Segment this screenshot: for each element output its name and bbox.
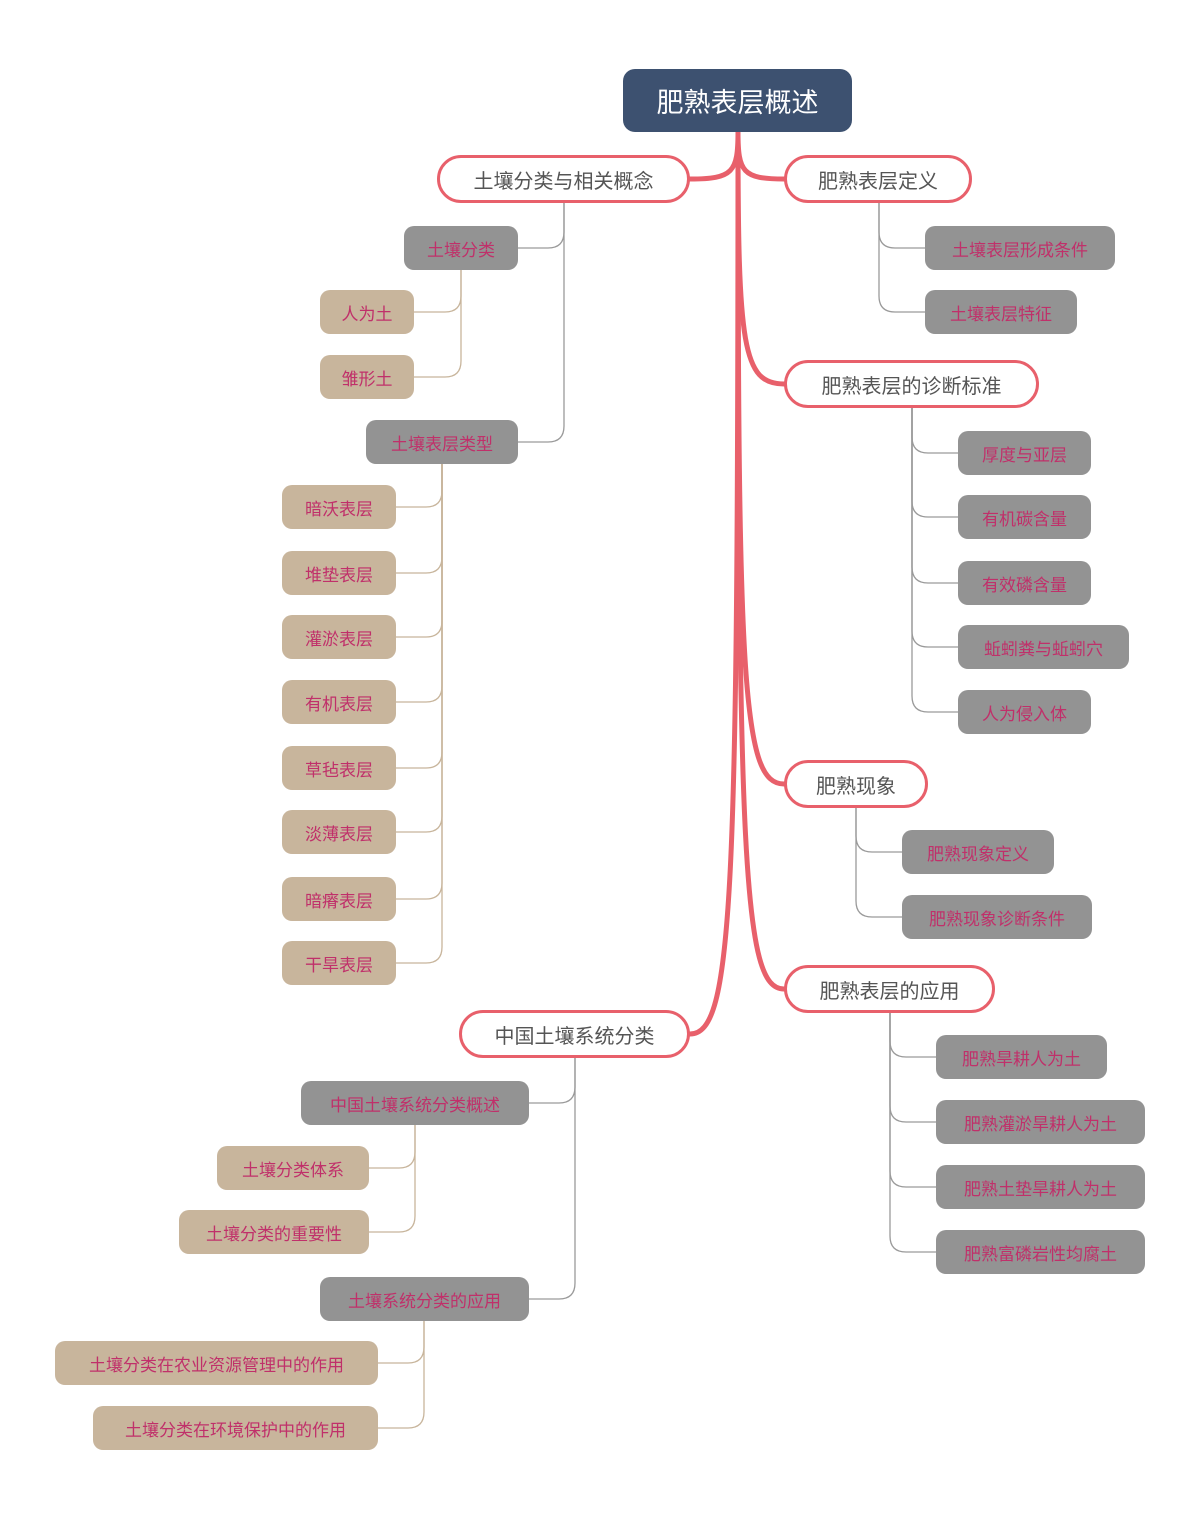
leaf-agri-resource-management[interactable]: 土壤分类在农业资源管理中的作用 <box>55 1341 378 1385</box>
connector-line <box>911 407 959 648</box>
leaf-application[interactable]: 肥熟旱耕人为土 <box>936 1035 1107 1079</box>
leaf-criterion[interactable]: 有效磷含量 <box>958 561 1091 605</box>
branch-applications[interactable]: 肥熟表层的应用 <box>784 965 995 1013</box>
connector-line <box>855 807 903 918</box>
branch-soil-classification-concepts[interactable]: 土壤分类与相关概念 <box>437 155 690 203</box>
leaf-criterion[interactable]: 蚯蚓粪与蚯蚓穴 <box>958 625 1129 669</box>
leaf-surface-characteristics[interactable]: 土壤表层特征 <box>925 290 1077 334</box>
connector-line <box>687 129 741 1037</box>
leaf-horizon-type[interactable]: 草毡表层 <box>282 746 396 790</box>
leaf-phenomenon-definition[interactable]: 肥熟现象定义 <box>902 830 1054 874</box>
leaf-application[interactable]: 肥熟灌淤旱耕人为土 <box>936 1100 1145 1144</box>
connector-line <box>911 407 959 584</box>
leaf-criterion[interactable]: 厚度与亚层 <box>958 431 1091 475</box>
leaf-cambosols[interactable]: 雏形土 <box>320 355 414 399</box>
connector-line <box>377 1320 425 1364</box>
connector-line <box>911 407 959 518</box>
subtopic-surface-horizon-types[interactable]: 土壤表层类型 <box>366 420 518 464</box>
subtopic-soil-classification[interactable]: 土壤分类 <box>404 226 518 270</box>
connector-line <box>395 463 443 900</box>
connector-line <box>528 1057 576 1300</box>
subtopic-taxonomy-application[interactable]: 土壤系统分类的应用 <box>320 1277 529 1321</box>
leaf-classification-importance[interactable]: 土壤分类的重要性 <box>179 1210 369 1254</box>
leaf-environmental-protection[interactable]: 土壤分类在环境保护中的作用 <box>93 1406 378 1450</box>
connector-line <box>413 269 462 378</box>
leaf-formation-conditions[interactable]: 土壤表层形成条件 <box>925 226 1115 270</box>
connector-line <box>911 407 959 454</box>
connector-line <box>395 463 443 769</box>
leaf-phenomenon-diagnosis[interactable]: 肥熟现象诊断条件 <box>902 895 1092 939</box>
connector-line <box>395 463 443 964</box>
connector-line <box>687 129 741 182</box>
connector-line <box>395 463 443 508</box>
leaf-horizon-type[interactable]: 有机表层 <box>282 680 396 724</box>
connector-line <box>735 129 787 182</box>
leaf-classification-system[interactable]: 土壤分类体系 <box>217 1146 369 1190</box>
leaf-horizon-type[interactable]: 灌淤表层 <box>282 615 396 659</box>
branch-diagnostic-criteria[interactable]: 肥熟表层的诊断标准 <box>784 360 1039 408</box>
connector-line <box>395 463 443 574</box>
connector-line <box>889 1012 937 1123</box>
connector-line <box>377 1320 425 1429</box>
leaf-horizon-type[interactable]: 暗瘠表层 <box>282 877 396 921</box>
connector-line <box>395 463 443 703</box>
connector-line <box>889 1012 937 1188</box>
leaf-horizon-type[interactable]: 暗沃表层 <box>282 485 396 529</box>
branch-fertile-phenomenon[interactable]: 肥熟现象 <box>784 760 928 808</box>
root-topic[interactable]: 肥熟表层概述 <box>623 69 852 132</box>
leaf-criterion[interactable]: 人为侵入体 <box>958 690 1091 734</box>
leaf-horizon-type[interactable]: 淡薄表层 <box>282 810 396 854</box>
connector-line <box>889 1012 937 1058</box>
connector-line <box>878 202 926 249</box>
connector-line <box>517 202 565 249</box>
leaf-application[interactable]: 肥熟富磷岩性均腐土 <box>936 1230 1145 1274</box>
leaf-anthrosols[interactable]: 人为土 <box>320 290 414 334</box>
leaf-criterion[interactable]: 有机碳含量 <box>958 495 1091 539</box>
connector-line <box>855 807 903 853</box>
branch-definition[interactable]: 肥熟表层定义 <box>784 155 972 203</box>
connector-line <box>517 202 565 443</box>
leaf-application[interactable]: 肥熟土垫旱耕人为土 <box>936 1165 1145 1209</box>
connector-line <box>413 269 462 313</box>
leaf-horizon-type[interactable]: 堆垫表层 <box>282 551 396 595</box>
branch-chinese-soil-taxonomy[interactable]: 中国土壤系统分类 <box>459 1010 690 1058</box>
connector-line <box>395 463 443 638</box>
connector-line <box>889 1012 937 1253</box>
subtopic-taxonomy-overview[interactable]: 中国土壤系统分类概述 <box>301 1081 529 1125</box>
connector-line <box>368 1124 416 1169</box>
connector-line <box>911 407 959 713</box>
connector-line <box>395 463 443 833</box>
connector-line <box>735 129 787 992</box>
connector-line <box>878 202 926 313</box>
connector-line <box>368 1124 416 1233</box>
connector-line <box>735 129 787 787</box>
leaf-horizon-type[interactable]: 干旱表层 <box>282 941 396 985</box>
connector-line <box>528 1057 576 1104</box>
